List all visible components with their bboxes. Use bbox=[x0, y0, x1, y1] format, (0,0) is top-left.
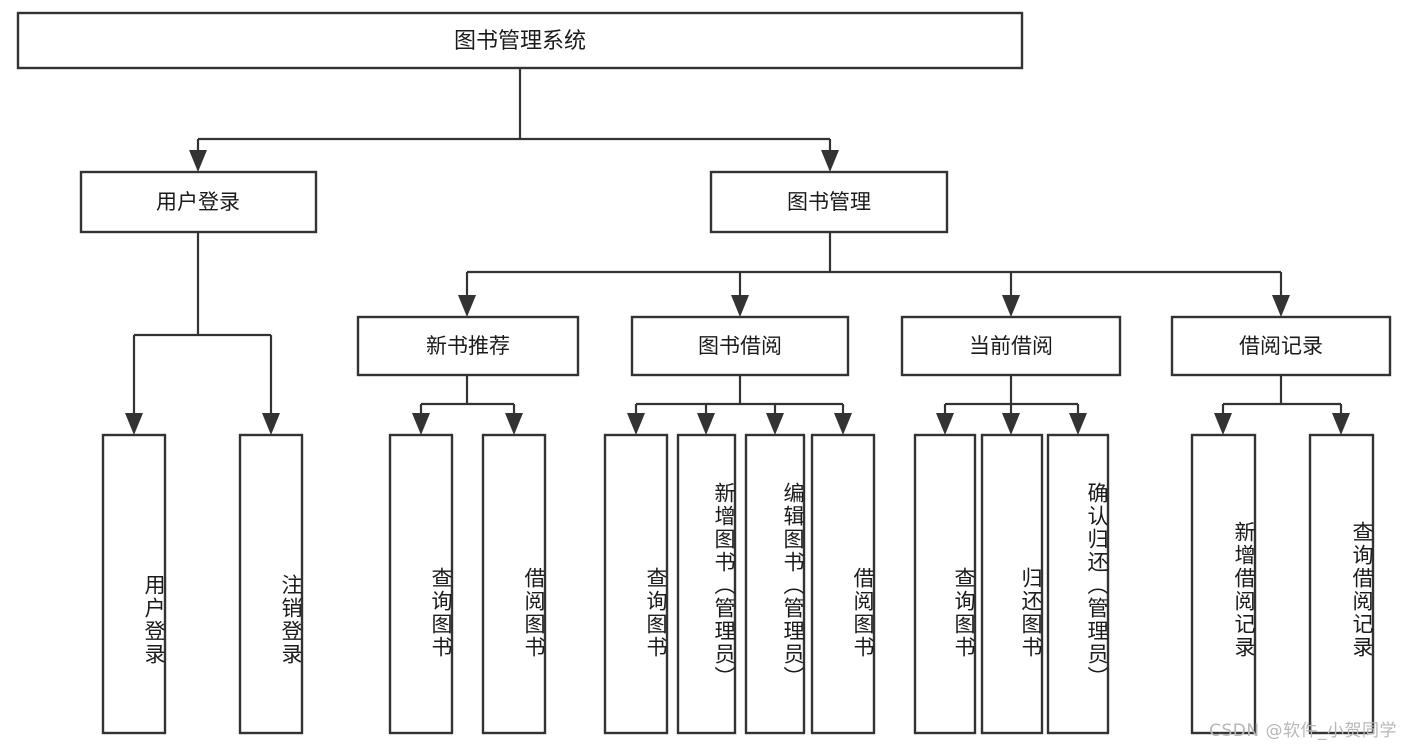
connector-group-current-borrow bbox=[936, 375, 1087, 435]
arrowhead-borrow-record bbox=[1272, 295, 1290, 317]
connector-group-root bbox=[189, 68, 839, 172]
leaf-box-query-record[interactable] bbox=[1308, 433, 1375, 735]
arrowhead-leaf-query-book-2 bbox=[627, 413, 645, 435]
node-borrow-record-label: 借阅记录 bbox=[1239, 334, 1323, 358]
node-root-label: 图书管理系统 bbox=[454, 29, 586, 54]
node-root[interactable]: 图书管理系统 bbox=[16, 11, 1024, 70]
node-book-manage-box[interactable] bbox=[709, 170, 949, 234]
leaf-box-borrow-book-1[interactable] bbox=[481, 433, 547, 735]
leaf-box-borrow-book-2[interactable] bbox=[810, 433, 876, 735]
connector-group-book-borrow bbox=[627, 375, 852, 435]
leaf-box-return-book[interactable] bbox=[980, 433, 1044, 735]
node-book-borrow-label: 图书借阅 bbox=[698, 334, 782, 358]
node-book-borrow[interactable]: 图书借阅 bbox=[630, 315, 850, 377]
node-current-borrow-label: 当前借阅 bbox=[969, 334, 1053, 358]
arrowhead-leaf-add-book bbox=[697, 413, 715, 435]
node-root-box[interactable] bbox=[16, 11, 1024, 70]
arrowhead-book-manage bbox=[821, 150, 839, 172]
arrowhead-current-borrow bbox=[1002, 295, 1020, 317]
leaf-box-query-book-1[interactable] bbox=[388, 433, 454, 735]
arrowhead-new-book-recommend bbox=[458, 295, 476, 317]
watermark-text: CSDN @软件_小贺同学 bbox=[1209, 721, 1397, 741]
arrowhead-leaf-borrow-book-2 bbox=[834, 413, 852, 435]
node-borrow-record[interactable]: 借阅记录 bbox=[1170, 315, 1392, 377]
arrowhead-user-login bbox=[189, 150, 207, 172]
arrowhead-leaf-edit-book bbox=[766, 413, 784, 435]
leaf-box-query-book-3[interactable] bbox=[913, 433, 977, 735]
arrowhead-leaf-add-record bbox=[1214, 413, 1232, 435]
leaf-box-logout[interactable] bbox=[238, 433, 304, 735]
node-user-login-box[interactable] bbox=[79, 170, 318, 234]
leaf-box-confirm-return[interactable] bbox=[1046, 433, 1110, 735]
node-user-login-label: 用户登录 bbox=[156, 190, 240, 214]
node-new-book-recommend-label: 新书推荐 bbox=[426, 334, 510, 358]
node-book-manage-label: 图书管理 bbox=[787, 190, 871, 214]
connector-group-book-manage bbox=[458, 232, 1290, 317]
leaf-box-query-book-2[interactable] bbox=[603, 433, 669, 735]
connector-group-new-book-recommend bbox=[412, 375, 523, 435]
arrowhead-leaf-query-record bbox=[1332, 413, 1350, 435]
leaf-box-edit-book[interactable] bbox=[744, 433, 806, 735]
arrowhead-leaf-confirm-return bbox=[1069, 413, 1087, 435]
arrowhead-leaf-query-book-3 bbox=[936, 413, 954, 435]
arrowhead-leaf-query-book-1 bbox=[412, 413, 430, 435]
arrowhead-leaf-user-login bbox=[125, 413, 143, 435]
node-new-book-recommend[interactable]: 新书推荐 bbox=[356, 315, 580, 377]
arrowhead-book-borrow bbox=[731, 295, 749, 317]
connector-group-user-login bbox=[125, 232, 280, 435]
leaf-box-add-record[interactable] bbox=[1190, 433, 1257, 735]
leaf-box-user-login[interactable] bbox=[101, 433, 167, 735]
node-new-book-recommend-box[interactable] bbox=[356, 315, 580, 377]
arrowhead-leaf-return-book bbox=[1002, 413, 1020, 435]
arrowhead-leaf-logout bbox=[262, 413, 280, 435]
node-borrow-record-box[interactable] bbox=[1170, 315, 1392, 377]
node-user-login[interactable]: 用户登录 bbox=[79, 170, 318, 234]
leaf-box-group bbox=[101, 433, 1375, 735]
node-book-borrow-box[interactable] bbox=[630, 315, 850, 377]
leaf-box-add-book[interactable] bbox=[676, 433, 737, 735]
node-current-borrow-box[interactable] bbox=[900, 315, 1122, 377]
connector-group-borrow-record bbox=[1214, 375, 1350, 435]
node-book-manage[interactable]: 图书管理 bbox=[709, 170, 949, 234]
node-current-borrow[interactable]: 当前借阅 bbox=[900, 315, 1122, 377]
arrowhead-leaf-borrow-book-1 bbox=[505, 413, 523, 435]
